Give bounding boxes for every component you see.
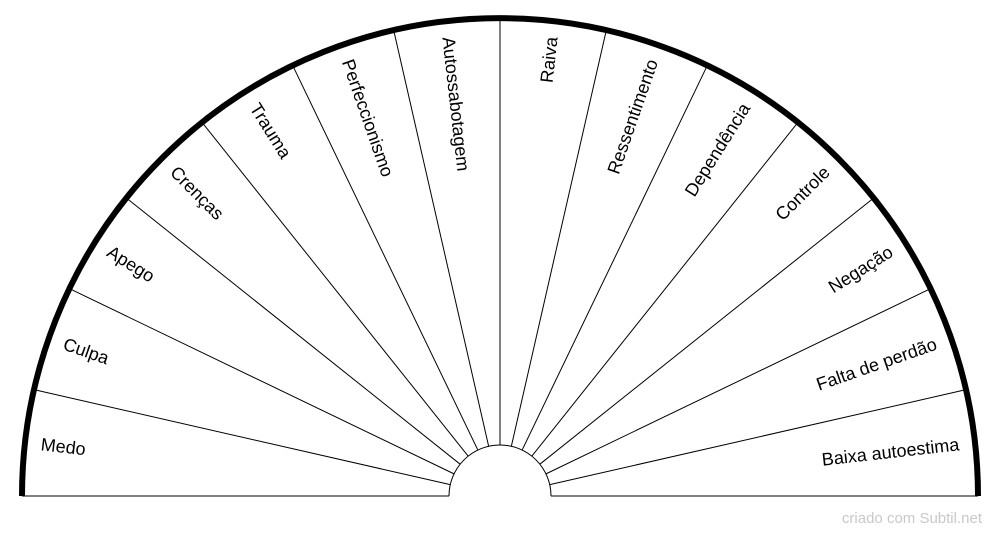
sector-divider bbox=[393, 29, 490, 447]
sector-label: Apego bbox=[103, 242, 158, 287]
sector-label: Falta de perdão bbox=[814, 334, 940, 395]
sector-label: Autossabotagem bbox=[438, 36, 473, 172]
sector-divider bbox=[531, 121, 799, 457]
sector-label: Negação bbox=[825, 242, 897, 297]
sector-divider bbox=[69, 288, 455, 475]
sector-label: Medo bbox=[40, 434, 87, 459]
sector-divider bbox=[545, 288, 931, 475]
sector-label: Dependência bbox=[681, 99, 755, 200]
sector-dividers bbox=[33, 18, 967, 486]
sector-label: Perfeccionismo bbox=[338, 57, 398, 180]
sector-label: Ressentimento bbox=[603, 57, 662, 177]
credit-text: criado com Subtil.net bbox=[841, 510, 982, 527]
sector-divider bbox=[292, 65, 479, 451]
sector-divider bbox=[539, 197, 875, 465]
sector-label: Crenças bbox=[166, 162, 228, 224]
sector-label: Baixa autoestima bbox=[821, 434, 961, 469]
sector-divider bbox=[201, 121, 469, 457]
sector-label: Trauma bbox=[246, 99, 296, 162]
outer-arc bbox=[19, 15, 981, 497]
sector-label: Culpa bbox=[61, 334, 113, 369]
sector-divider bbox=[510, 29, 607, 447]
inner-arc bbox=[448, 444, 552, 497]
sector-label: Controle bbox=[771, 162, 833, 224]
sector-divider bbox=[549, 389, 967, 486]
sector-divider bbox=[125, 197, 461, 465]
sector-label: Raiva bbox=[537, 35, 562, 84]
sector-divider bbox=[521, 65, 708, 451]
sector-divider bbox=[33, 389, 451, 486]
